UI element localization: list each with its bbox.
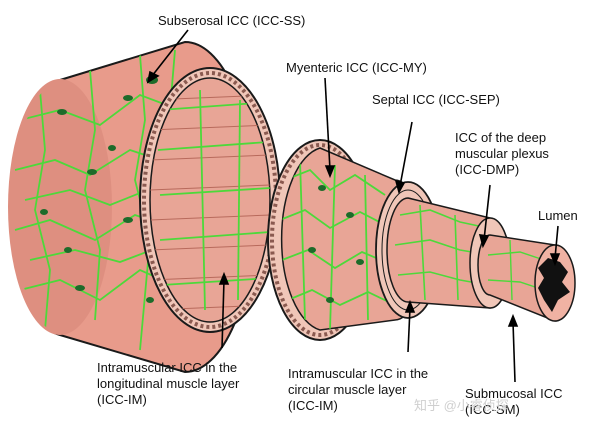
label-icc-im-circular: Intramuscular ICC in the circular muscle… <box>288 366 428 414</box>
label-icc-sep: Septal ICC (ICC-SEP) <box>372 92 500 107</box>
label-icc-im-longitudinal: Intramuscular ICC in the longitudinal mu… <box>97 360 239 408</box>
label-icc-sm-line1: Submucosal ICC <box>465 386 563 401</box>
lumen-opening <box>538 258 570 312</box>
watermark: 知乎 @小睿侦探 <box>414 398 509 413</box>
label-icc-my: Myenteric ICC (ICC-MY) <box>286 60 427 75</box>
label-lumen: Lumen <box>538 208 578 223</box>
leader-lines <box>146 29 561 383</box>
mucosa-layer <box>477 234 576 322</box>
label-icc-sm: Submucosal ICC (ICC-SM) <box>465 386 563 418</box>
label-icc-dmp-line1: ICC of the deep <box>455 130 547 145</box>
label-icc-dmp-line2: muscular plexus <box>455 146 549 161</box>
label-icc-im-long-line3: (ICC-IM) <box>97 392 147 407</box>
label-icc-im-long-line2: longitudinal muscle layer <box>97 376 240 391</box>
label-icc-im-circ-line3: (ICC-IM) <box>288 398 338 413</box>
label-icc-im-long-line1: Intramuscular ICC in the <box>97 360 238 375</box>
label-icc-dmp-line3: (ICC-DMP) <box>455 162 520 177</box>
label-icc-ss: Subserosal ICC (ICC-SS) <box>158 13 306 28</box>
label-icc-dmp: ICC of the deep muscular plexus (ICC-DMP… <box>455 130 549 178</box>
longitudinal-muscle-layer <box>149 77 271 323</box>
label-icc-im-circ-line2: circular muscle layer <box>288 382 407 397</box>
label-icc-im-circ-line1: Intramuscular ICC in the <box>288 366 429 381</box>
label-icc-sm-line2: (ICC-SM) <box>465 402 520 417</box>
